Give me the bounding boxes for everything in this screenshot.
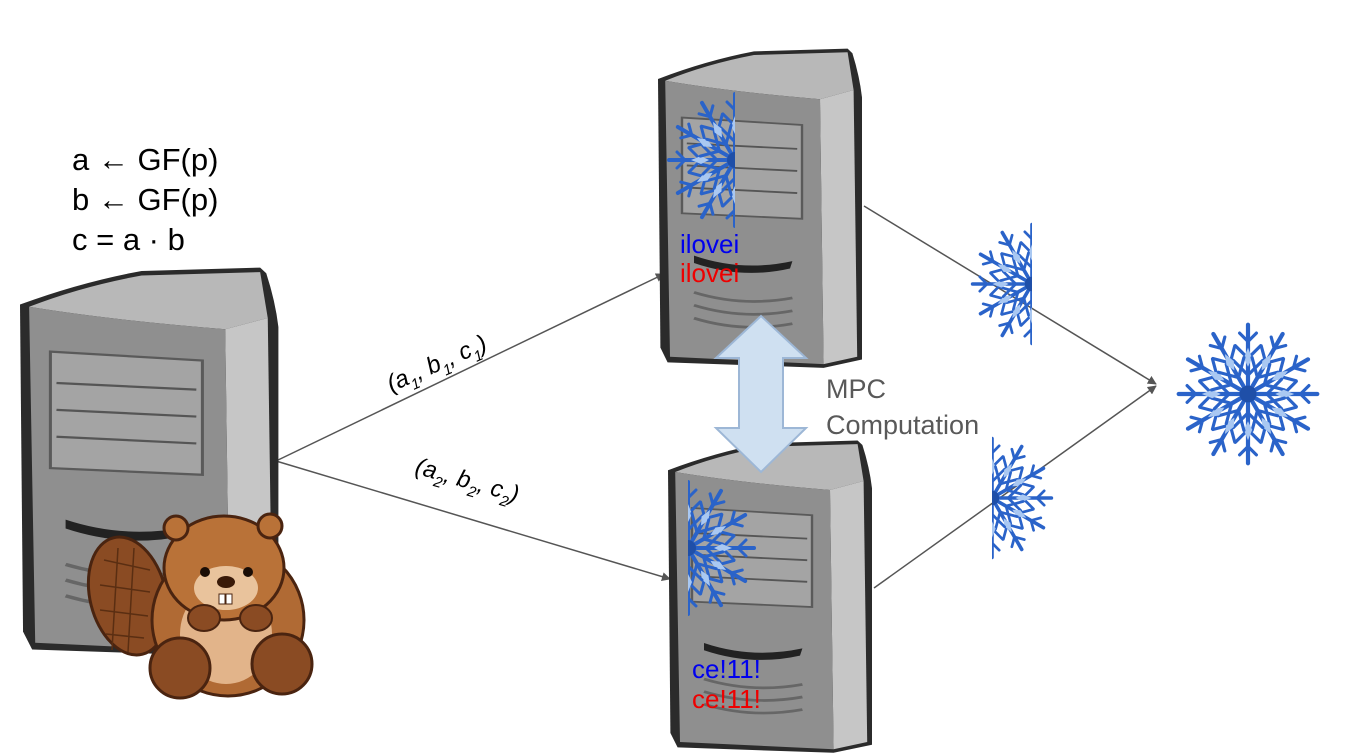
secret-top-red: ilovei bbox=[680, 258, 739, 288]
secret-bottom-red: ce!11! bbox=[692, 684, 761, 714]
arrow-to-server-top bbox=[275, 273, 665, 462]
arrow-bottom-to-result bbox=[873, 385, 1157, 589]
mpc-label-line2: Computation bbox=[826, 410, 979, 440]
arrow-to-server-bottom bbox=[275, 460, 671, 581]
double-arrow-icon bbox=[713, 314, 809, 474]
share-label-first: (a1, b1, c1) bbox=[383, 330, 493, 403]
svg-text:(a2, b2, c2): (a2, b2, c2) bbox=[411, 453, 522, 513]
snowflake-icon bbox=[933, 439, 1052, 558]
equation-c: c = a · b bbox=[72, 222, 185, 257]
svg-text:(a1, b1, c1): (a1, b1, c1) bbox=[383, 330, 493, 403]
share-label-second: (a2, b2, c2) bbox=[411, 453, 522, 513]
equation-a: a ← GF(p) bbox=[72, 142, 218, 177]
snowflake-icon bbox=[973, 225, 1092, 344]
secret-top-blue: ilovei bbox=[680, 229, 739, 259]
equation-b: b ← GF(p) bbox=[72, 182, 218, 217]
beaver-mascot bbox=[86, 512, 314, 700]
mpc-label-line1: MPC bbox=[826, 374, 886, 404]
secret-bottom-blue: ce!11! bbox=[692, 654, 761, 684]
snowflake-icon bbox=[1179, 325, 1318, 464]
